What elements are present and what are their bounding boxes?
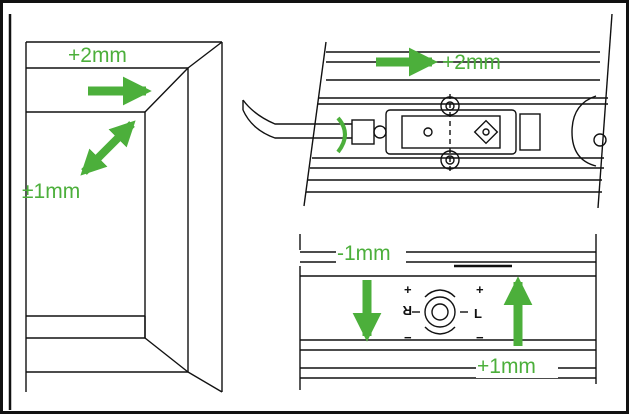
panel-right-label: +1mm (477, 355, 536, 378)
frame-diagonal-label: ±1mm (22, 180, 80, 203)
panel-left-label-bg (336, 240, 406, 264)
adjuster-panel-view (299, 234, 597, 390)
adjuster-minus-right: − (476, 330, 484, 345)
hinge-top-label: +2mm (442, 51, 501, 74)
panel-left-label: -1mm (337, 242, 391, 265)
frame-top-label: +2mm (68, 44, 127, 67)
adjuster-minus-left: − (404, 330, 412, 345)
adjuster-left-letter: L (474, 306, 482, 321)
panel-right-label-bg (476, 354, 558, 378)
adjuster-plus-right: + (476, 282, 484, 297)
frame-diagonal-arrow (80, 120, 136, 176)
hinge-view (242, 13, 613, 209)
hinge-rotate-arrow (336, 116, 347, 154)
adjuster-right-letter: R (402, 303, 412, 318)
frame-corner-view (8, 14, 223, 410)
adjuster-plus-left: + (404, 282, 412, 297)
